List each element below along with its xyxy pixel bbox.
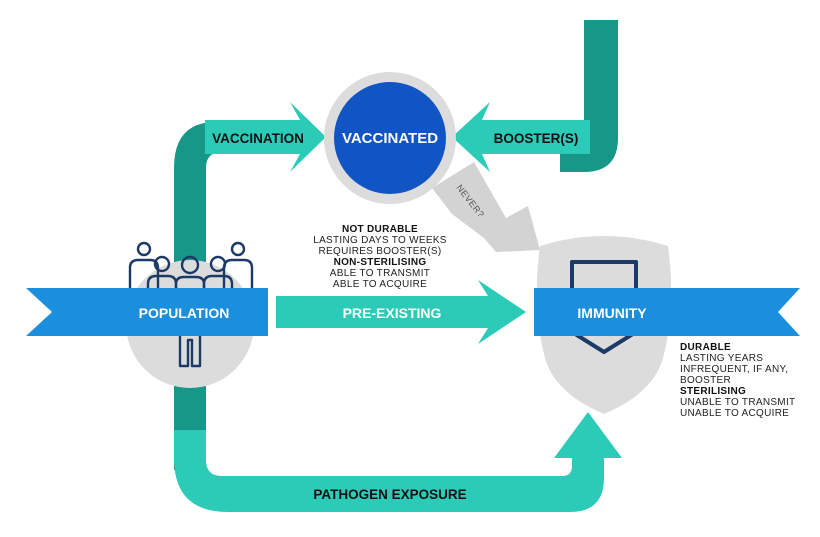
- vaccinated-circle: [334, 82, 446, 194]
- booster-arrow: [452, 102, 590, 172]
- immunity-note-line-1: LASTING YEARS: [680, 353, 763, 364]
- population-banner: [26, 288, 268, 336]
- immunity-note-line-4: UNABLE TO TRANSMIT: [680, 397, 795, 408]
- vaccination-arrow: [205, 102, 326, 172]
- vaccination-label: VACCINATION: [212, 131, 304, 146]
- immunity-banner: [534, 288, 800, 336]
- immunity-note-title-1: DURABLE: [680, 342, 731, 353]
- immunity-note-line-2: INFREQUENT, IF ANY,: [680, 364, 788, 375]
- vaccine-note-title-1: NOT DURABLE: [342, 224, 418, 235]
- vaccine-notes: NOT DURABLE LASTING DAYS TO WEEKS REQUIR…: [313, 224, 447, 290]
- never-arrow: [432, 162, 540, 252]
- immunity-notes: DURABLE LASTING YEARS INFREQUENT, IF ANY…: [680, 342, 795, 419]
- booster-path-trunk: [560, 20, 618, 172]
- pathogen-exposure-label: PATHOGEN EXPOSURE: [313, 487, 466, 502]
- vaccine-note-line-4: ABLE TO ACQUIRE: [333, 279, 427, 290]
- boosters-label: BOOSTER(S): [494, 131, 579, 146]
- pre-existing-arrow: [276, 280, 526, 344]
- immunity-note-line-5: UNABLE TO ACQUIRE: [680, 408, 789, 419]
- population-label: POPULATION: [139, 305, 230, 321]
- vaccine-note-line-2: REQUIRES BOOSTER(S): [319, 246, 442, 257]
- vaccinated-label: VACCINATED: [342, 130, 438, 147]
- people-icon: [128, 241, 254, 368]
- immunity-note-title-2: STERILISING: [680, 386, 746, 397]
- vaccine-note-title-2: NON-STERILISING: [334, 257, 427, 268]
- pre-existing-label: PRE-EXISTING: [343, 305, 442, 321]
- immunity-note-line-3: BOOSTER: [680, 375, 731, 386]
- vaccine-note-line-1: LASTING DAYS TO WEEKS: [313, 235, 447, 246]
- pathogen-exposure-arrow: [174, 412, 622, 512]
- immunity-label: IMMUNITY: [577, 305, 647, 321]
- vaccine-note-line-3: ABLE TO TRANSMIT: [330, 268, 430, 279]
